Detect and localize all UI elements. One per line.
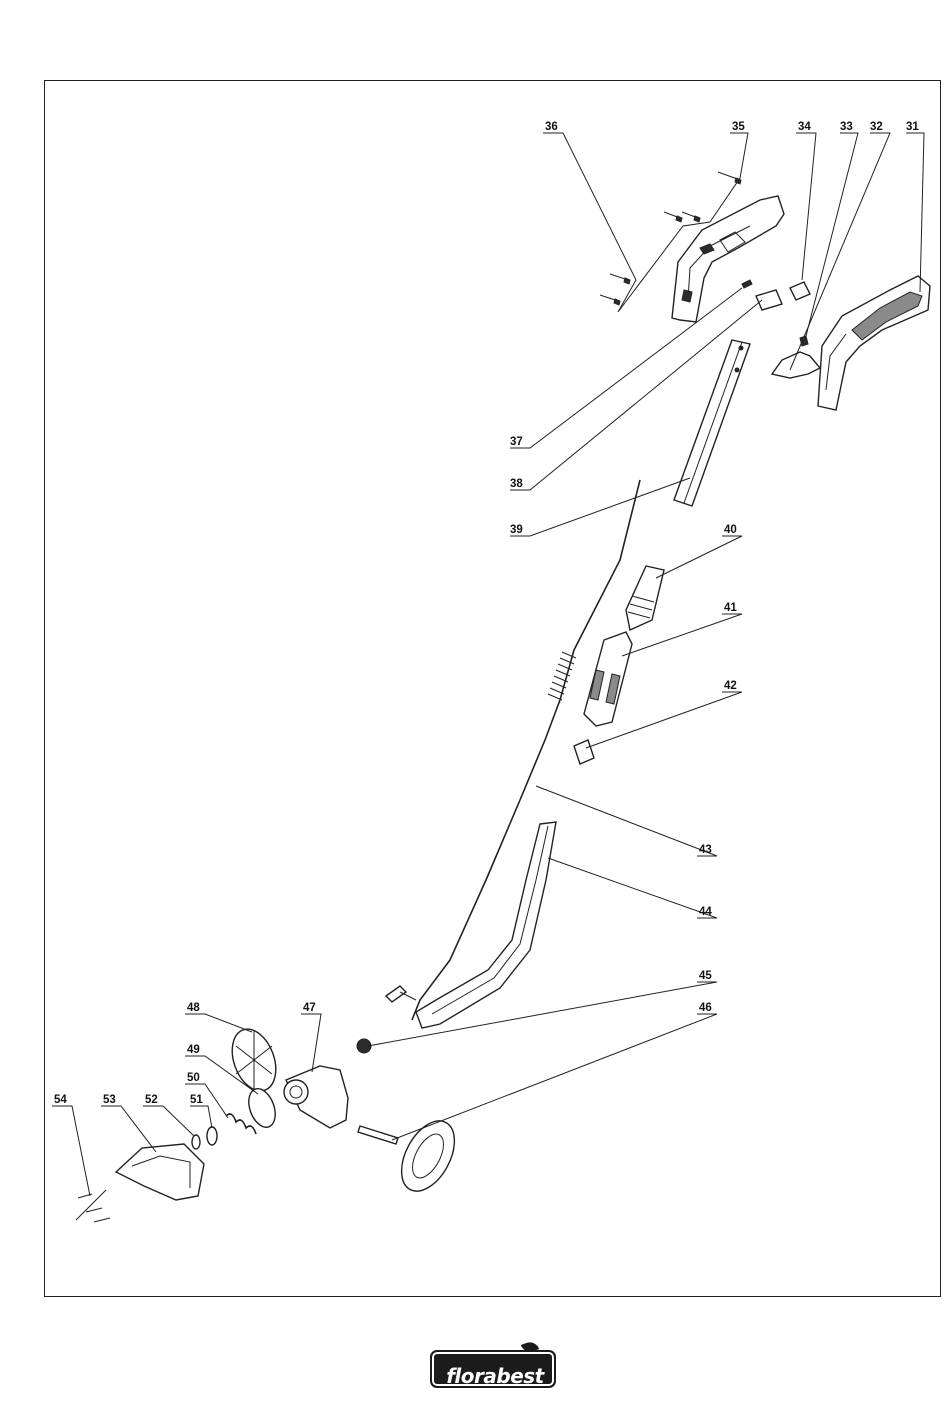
part-37-pin xyxy=(742,280,752,288)
part-48-wheel xyxy=(224,1023,283,1097)
label-35: 35 xyxy=(732,121,745,133)
brand-logo: florabest xyxy=(430,1344,558,1394)
label-48: 48 xyxy=(187,1002,200,1014)
part-42-cap xyxy=(574,740,594,764)
part-52-washer xyxy=(192,1135,200,1149)
part-54-screws xyxy=(76,1190,110,1222)
part-38-switch xyxy=(756,290,782,310)
label-36: 36 xyxy=(545,121,558,133)
label-51: 51 xyxy=(190,1094,203,1106)
part-47-motor-head xyxy=(284,1066,348,1128)
label-52: 52 xyxy=(145,1094,158,1106)
label-49: 49 xyxy=(187,1044,200,1056)
part-34-switch-block xyxy=(790,282,810,300)
label-50: 50 xyxy=(187,1072,200,1084)
part-39-upper-tube xyxy=(674,340,750,506)
label-47: 47 xyxy=(303,1002,316,1014)
part-44-lower-tube xyxy=(416,822,556,1028)
label-46: 46 xyxy=(699,1002,712,1014)
label-54: 54 xyxy=(54,1094,67,1106)
label-39: 39 xyxy=(510,524,523,536)
part-labels: 31 32 33 34 35 36 37 38 39 40 41 42 43 4… xyxy=(54,121,919,1106)
label-33: 33 xyxy=(840,121,853,133)
part-49-gear-ring xyxy=(244,1085,280,1131)
logo-text: florabest xyxy=(432,1364,558,1388)
label-45: 45 xyxy=(699,970,712,982)
label-34: 34 xyxy=(798,121,811,133)
label-37: 37 xyxy=(510,436,523,448)
logo-badge: florabest xyxy=(430,1350,556,1388)
label-44: 44 xyxy=(699,906,712,918)
label-31: 31 xyxy=(906,121,919,133)
label-42: 42 xyxy=(724,680,737,692)
label-53: 53 xyxy=(103,1094,116,1106)
part-53-guard xyxy=(116,1144,204,1200)
label-43: 43 xyxy=(699,844,712,856)
part-51-washer xyxy=(207,1127,217,1145)
label-38: 38 xyxy=(510,478,523,490)
part-31-handle-grip xyxy=(818,276,930,410)
part-46-axle-wheel xyxy=(358,1112,465,1200)
part-41-locking-sleeve xyxy=(584,632,632,726)
part-50-spring xyxy=(226,1114,256,1134)
part-40-connector xyxy=(626,566,664,630)
label-40: 40 xyxy=(724,524,737,536)
label-32: 32 xyxy=(870,121,883,133)
label-41: 41 xyxy=(724,602,737,614)
